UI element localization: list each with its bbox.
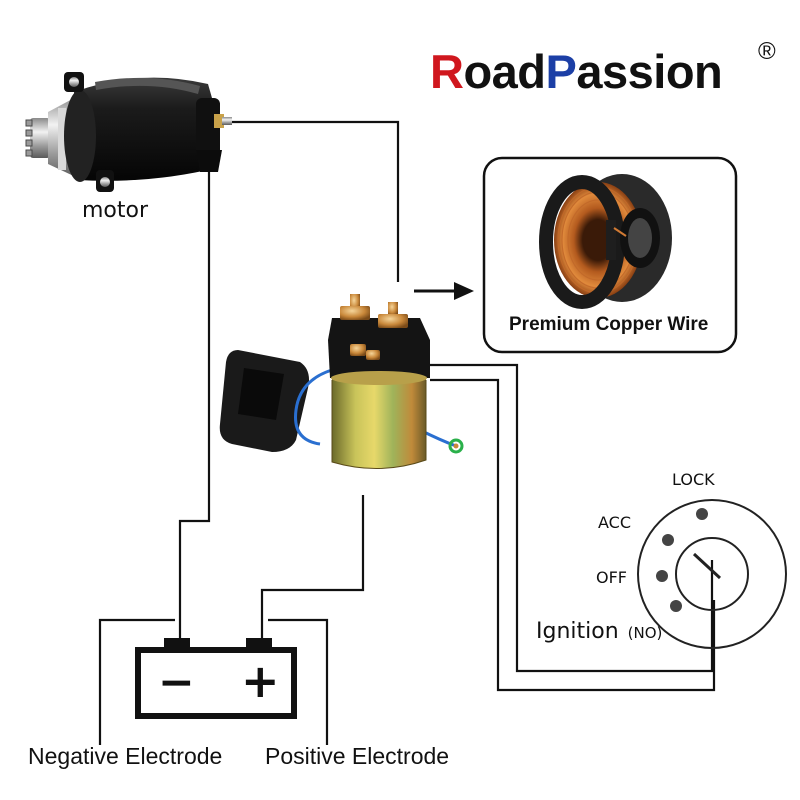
wire-relay-to-positive [260, 495, 365, 642]
off-label: OFF [596, 568, 627, 587]
lock-label: LOCK [672, 470, 715, 489]
battery-negative-sign: − [158, 657, 195, 708]
wire-relay-to-ignition-outer [430, 363, 714, 673]
arrow-right-icon [414, 282, 474, 300]
ignition-note: (NO) [627, 624, 663, 642]
brand-logo: RoadPassion® [430, 38, 776, 98]
ignition-text: Ignition [536, 619, 619, 644]
registered-mark: ® [758, 38, 776, 65]
ignition-label: Ignition (NO) [536, 619, 662, 644]
positive-electrode-label: Positive Electrode [265, 743, 450, 769]
wire-negative-left [98, 618, 175, 745]
wire-positive-right [268, 618, 329, 745]
copper-wire-label: Premium Copper Wire [509, 314, 709, 335]
ignition-switch-icon [637, 499, 787, 649]
acc-label: ACC [598, 513, 632, 532]
copper-wire-panel [482, 156, 738, 354]
battery-icon [135, 638, 297, 719]
starter-relay-solenoid-icon [219, 294, 464, 469]
wire-motor-to-relay [230, 120, 400, 282]
battery-positive-sign: + [241, 654, 280, 708]
starter-motor-icon [25, 72, 232, 192]
wires [98, 120, 716, 745]
wire-motor-to-negative [178, 170, 211, 642]
copper-wire-spool-icon [539, 174, 672, 309]
negative-electrode-label: Negative Electrode [28, 743, 223, 769]
wire-relay-to-ignition-inner [430, 378, 716, 692]
motor-label: motor [82, 198, 149, 223]
